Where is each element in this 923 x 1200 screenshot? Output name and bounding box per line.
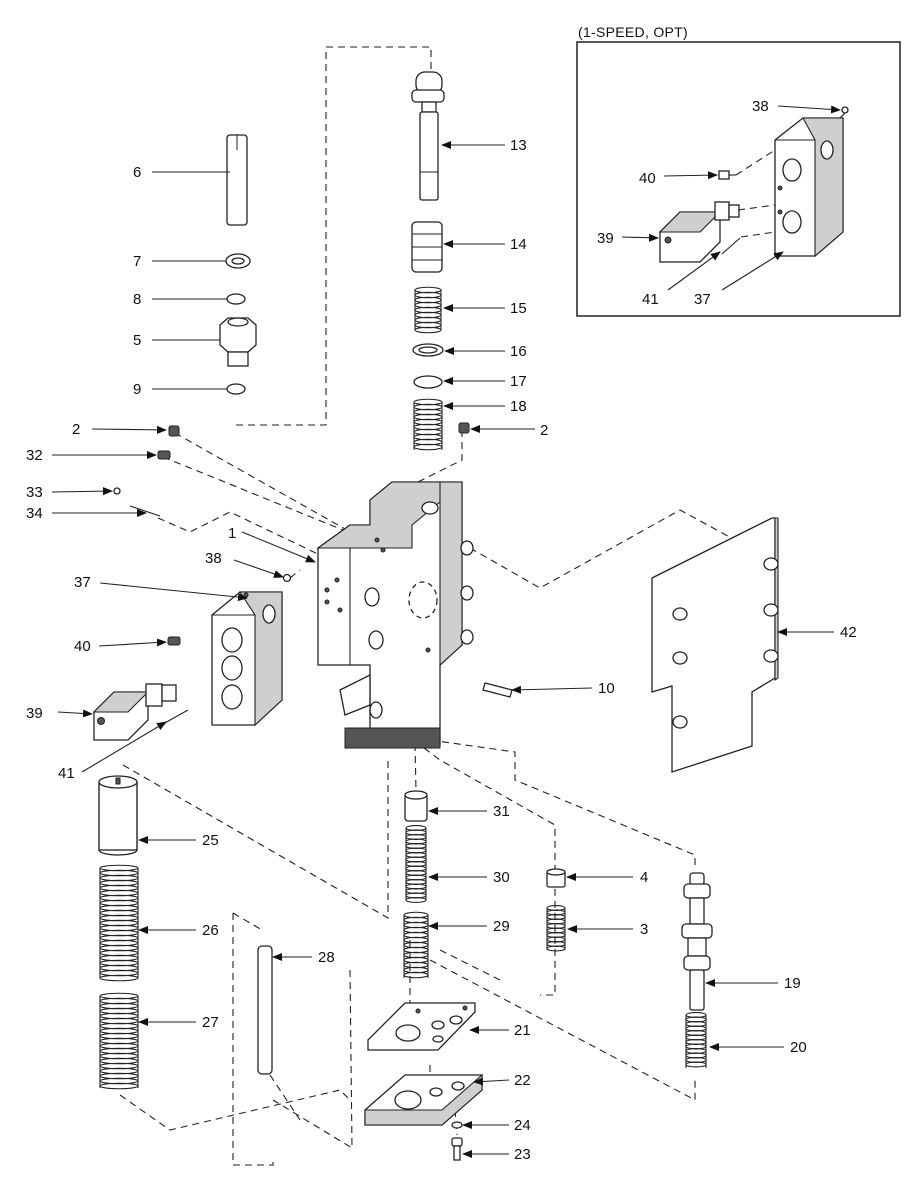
- part-29-spring: [403, 911, 429, 979]
- inset-part-39-solenoid: [658, 201, 740, 263]
- callout-4: 4: [640, 869, 648, 886]
- callout-8: 8: [133, 291, 141, 308]
- part-37-adapter-block: [211, 591, 283, 727]
- part-2-plug-left: [168, 425, 180, 437]
- callout-i38: 38: [752, 98, 769, 115]
- part-8-o-ring: [226, 293, 246, 305]
- callout-42: 42: [840, 624, 857, 641]
- callout-39: 39: [26, 705, 43, 722]
- part-16-washer: [412, 343, 444, 357]
- callout-20: 20: [790, 1039, 807, 1056]
- part-40-screw: [167, 636, 181, 646]
- callout-7: 7: [133, 253, 141, 270]
- part-41-screw: [162, 709, 189, 725]
- callout-37: 37: [74, 574, 91, 591]
- callout-9: 9: [133, 381, 141, 398]
- part-7-washer: [225, 253, 251, 269]
- callout-30: 30: [493, 869, 510, 886]
- part-19-spool: [681, 872, 713, 1011]
- callout-2-left: 2: [72, 421, 80, 438]
- part-17-snap-ring: [413, 375, 443, 389]
- part-23-bolt: [451, 1137, 463, 1161]
- part-34-pin: [129, 505, 161, 517]
- part-2-plug-right: [458, 422, 470, 434]
- callout-25: 25: [202, 832, 219, 849]
- callout-5: 5: [133, 332, 141, 349]
- part-42-cover-plate: [651, 517, 779, 773]
- callout-i40: 40: [639, 170, 656, 187]
- callout-16: 16: [510, 343, 527, 360]
- part-33-ball: [113, 487, 121, 495]
- callout-19: 19: [784, 975, 801, 992]
- part-14-sleeve: [411, 221, 443, 273]
- callout-33: 33: [26, 484, 43, 501]
- callout-31: 31: [493, 803, 510, 820]
- callout-34: 34: [26, 505, 43, 522]
- callout-27: 27: [202, 1014, 219, 1031]
- callout-2-right: 2: [540, 422, 548, 439]
- part-25-piston: [98, 775, 138, 856]
- callout-28: 28: [318, 949, 335, 966]
- part-39-solenoid: [92, 683, 177, 741]
- part-32-screw: [157, 450, 171, 460]
- part-20-spring: [685, 1011, 707, 1068]
- part-3-spring: [546, 904, 566, 952]
- callout-21: 21: [514, 1022, 531, 1039]
- part-24-washer: [451, 1121, 463, 1129]
- part-9-o-ring: [226, 383, 246, 395]
- callout-17: 17: [510, 373, 527, 390]
- callout-18: 18: [510, 398, 527, 415]
- callout-40: 40: [74, 638, 91, 655]
- callout-32: 32: [26, 447, 43, 464]
- callout-41: 41: [58, 765, 75, 782]
- part-30-spring: [405, 824, 427, 904]
- part-21-gasket: [367, 1002, 476, 1051]
- part-6-pin: [226, 134, 248, 226]
- part-4-cap: [546, 868, 566, 888]
- part-31-cap: [404, 790, 428, 822]
- part-10-pin: [482, 682, 513, 698]
- callout-13: 13: [510, 137, 527, 154]
- part-22-plate: [364, 1073, 483, 1126]
- inset-part-41-screw: [721, 237, 741, 255]
- part-5-fitting: [219, 317, 257, 367]
- callout-29: 29: [493, 918, 510, 935]
- inset-part-40-screw: [718, 170, 736, 180]
- callout-38: 38: [205, 550, 222, 567]
- inset-1-speed-option: (1-SPEED, OPT) 38: [576, 24, 901, 317]
- callout-14: 14: [510, 236, 527, 253]
- callout-10: 10: [598, 680, 615, 697]
- callout-6: 6: [133, 164, 141, 181]
- callout-i39: 39: [597, 230, 614, 247]
- part-27-spring: [99, 992, 139, 1090]
- callout-1: 1: [228, 525, 236, 542]
- part-28-rod: [257, 945, 273, 1075]
- inset-title: (1-SPEED, OPT): [578, 24, 688, 40]
- part-38-plug: [282, 573, 292, 583]
- callout-labels: 6 7 8 5 9 13 14 15 16 17 18 2 2 32 33 34…: [26, 137, 857, 1163]
- part-18-spring: [413, 398, 443, 451]
- part-1-valve-body: [316, 481, 474, 749]
- callout-23: 23: [514, 1146, 531, 1163]
- callout-26: 26: [202, 922, 219, 939]
- callout-22: 22: [514, 1072, 531, 1089]
- callout-24: 24: [514, 1117, 531, 1134]
- leader-lines: [51, 141, 834, 1158]
- callout-3: 3: [640, 921, 648, 938]
- callout-15: 15: [510, 300, 527, 317]
- callout-i41: 41: [642, 291, 659, 308]
- inset-part-38-plug: [841, 106, 849, 114]
- inset-part-37-adapter-block: [774, 117, 844, 258]
- part-26-spring: [99, 864, 139, 982]
- part-13-spool: [411, 71, 445, 201]
- callout-i37: 37: [694, 291, 711, 308]
- part-15-spring: [414, 286, 442, 334]
